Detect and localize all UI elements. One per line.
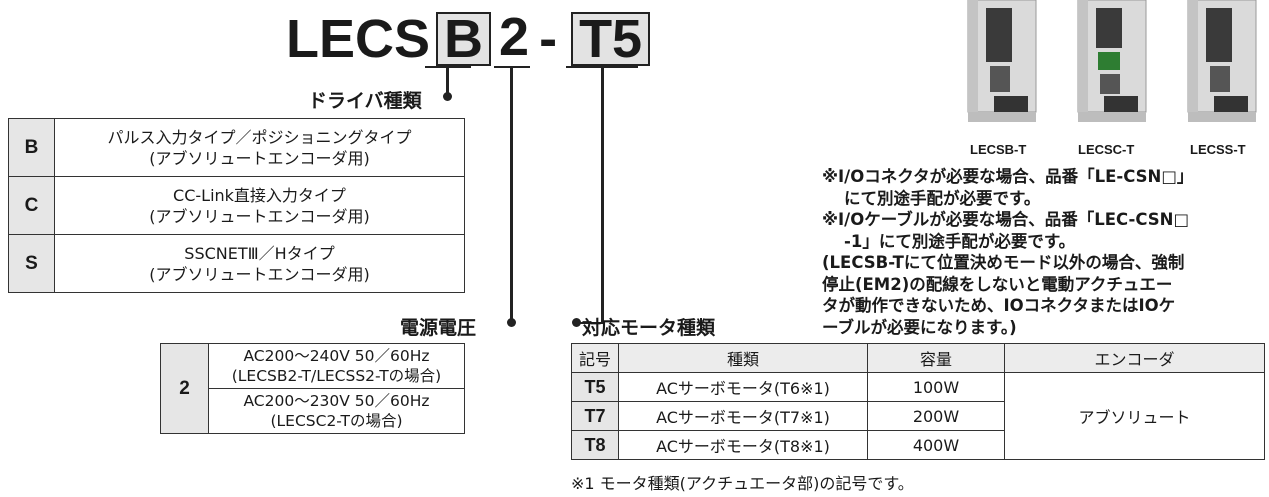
- driver-section-label: ドライバ種類: [308, 90, 422, 112]
- driver-code-box: B: [436, 12, 492, 66]
- driver-desc-cell: SSCNETⅢ／Hタイプ (アブソリュートエンコーダ用): [54, 234, 465, 293]
- table-row: C CC-Link直接入力タイプ (アブソリュートエンコーダ用): [8, 176, 465, 235]
- driver-desc-line1: SSCNETⅢ／Hタイプ: [184, 243, 335, 263]
- voltage-option: AC200～240V 50／60Hz (LECSB2-T/LECSS2-Tの場合…: [208, 343, 465, 389]
- driver-desc-line2: (アブソリュートエンコーダ用): [149, 148, 370, 168]
- header-type: 種類: [618, 343, 868, 373]
- product-label-lecsb: LECSB-T: [970, 142, 1027, 157]
- table-row: 2 AC200～240V 50／60Hz (LECSB2-T/LECSS2-Tの…: [160, 343, 465, 434]
- model-prefix: LECS: [286, 9, 431, 69]
- motor-footnote: ※1 モータ種類(アクチュエータ部)の記号です。: [571, 474, 914, 493]
- motor-capacity-cell: 400W: [867, 430, 1005, 460]
- motor-code-cell: T7: [571, 401, 619, 431]
- notes-block: ※I/Oコネクタが必要な場合、品番「LE-CSN□」 にて別途手配が必要です。 …: [822, 166, 1262, 338]
- motor-type-cell: ACサーボモータ(T8※1): [618, 430, 868, 460]
- driver-desc-line2: (アブソリュートエンコーダ用): [149, 264, 370, 284]
- voltage-option-line2: (LECSC2-Tの場合): [270, 412, 403, 430]
- voltage-table: 2 AC200～240V 50／60Hz (LECSB2-T/LECSS2-Tの…: [160, 343, 465, 434]
- driver-table: B パルス入力タイプ／ポジショニングタイプ (アブソリュートエンコーダ用) C …: [8, 118, 465, 293]
- header-capacity: 容量: [867, 343, 1005, 373]
- driver-code-cell: C: [8, 176, 55, 235]
- motor-code-cell: T8: [571, 430, 619, 460]
- note-line: タが動作できないため、IOコネクタまたはIOケ: [822, 296, 1176, 315]
- product-photo-lecss: [1187, 0, 1257, 122]
- motor-capacity-cell: 100W: [867, 372, 1005, 402]
- note-line: 停止(EM2)の配線をしないと電動アクチュエー: [822, 274, 1173, 294]
- motor-connector-elbow: [576, 322, 604, 324]
- voltage-option-line1: AC200～240V 50／60Hz: [243, 347, 430, 365]
- table-row: B パルス入力タイプ／ポジショニングタイプ (アブソリュートエンコーダ用): [8, 118, 465, 177]
- note-line: ーブルが必要になります。): [822, 317, 1017, 337]
- motor-code-cell: T5: [571, 372, 619, 402]
- note-line: ※I/Oケーブルが必要な場合、品番「LEC-CSN□: [822, 210, 1190, 229]
- voltage-option: AC200～230V 50／60Hz (LECSC2-Tの場合): [208, 388, 465, 434]
- driver-desc-cell: パルス入力タイプ／ポジショニングタイプ (アブソリュートエンコーダ用): [54, 118, 465, 177]
- note-line: ※I/Oコネクタが必要な場合、品番「LE-CSN□」: [822, 167, 1194, 186]
- voltage-connector-dot: [507, 318, 516, 327]
- voltage-option-line2: (LECSB2-T/LECSS2-Tの場合): [231, 367, 442, 385]
- voltage-connector: [510, 66, 513, 322]
- driver-desc-line2: (アブソリュートエンコーダ用): [149, 206, 370, 226]
- voltage-option-line1: AC200～230V 50／60Hz: [243, 392, 430, 410]
- driver-desc-line1: CC-Link直接入力タイプ: [173, 185, 346, 205]
- code-dash: -: [539, 9, 558, 69]
- driver-connector: [446, 66, 449, 96]
- voltage-code: 2: [499, 7, 530, 67]
- product-photo-lecsc: [1077, 0, 1147, 122]
- driver-code-cell: B: [8, 118, 55, 177]
- note-line: (LECSB-Tにて位置決めモード以外の場合、強制: [822, 253, 1185, 272]
- motor-table: 記号 種類 容量 エンコーダ T5 ACサーボモータ(T6※1) 100W アブ…: [571, 343, 1265, 460]
- driver-code-cell: S: [8, 234, 55, 293]
- note-line: -1」にて別途手配が必要です。: [844, 231, 1076, 251]
- product-label-lecss: LECSS-T: [1190, 142, 1246, 157]
- motor-encoder-cell: アブソリュート: [1004, 372, 1265, 460]
- table-row: S SSCNETⅢ／Hタイプ (アブソリュートエンコーダ用): [8, 234, 465, 293]
- driver-connector-dot: [443, 92, 452, 101]
- motor-type-cell: ACサーボモータ(T7※1): [618, 401, 868, 431]
- product-label-lecsc: LECSC-T: [1078, 142, 1135, 157]
- table-row: T8 ACサーボモータ(T8※1) 400W: [571, 430, 1265, 460]
- model-code: LECS B 2 - T5: [286, 6, 651, 69]
- product-photo-lecsb: [967, 0, 1037, 122]
- motor-connector: [601, 66, 604, 322]
- motor-code-box: T5: [571, 12, 651, 66]
- table-row: AC200～230V 50／60Hz (LECSC2-Tの場合): [161, 388, 465, 434]
- motor-type-cell: ACサーボモータ(T6※1): [618, 372, 868, 402]
- driver-desc-cell: CC-Link直接入力タイプ (アブソリュートエンコーダ用): [54, 176, 465, 235]
- table-row: T7 ACサーボモータ(T7※1) 200W: [571, 401, 1265, 431]
- table-row: T5 ACサーボモータ(T6※1) 100W アブソリュート: [571, 372, 1265, 460]
- voltage-section-label: 電源電圧: [400, 317, 477, 339]
- table-header-row: 記号 種類 容量 エンコーダ: [571, 343, 1265, 373]
- motor-section-label: 対応モータ種類: [582, 317, 716, 339]
- motor-capacity-cell: 200W: [867, 401, 1005, 431]
- note-line: にて別途手配が必要です。: [844, 188, 1041, 208]
- header-code: 記号: [571, 343, 619, 373]
- header-encoder: エンコーダ: [1004, 343, 1265, 373]
- driver-desc-line1: パルス入力タイプ／ポジショニングタイプ: [107, 127, 412, 147]
- voltage-code-cell: 2: [160, 343, 209, 434]
